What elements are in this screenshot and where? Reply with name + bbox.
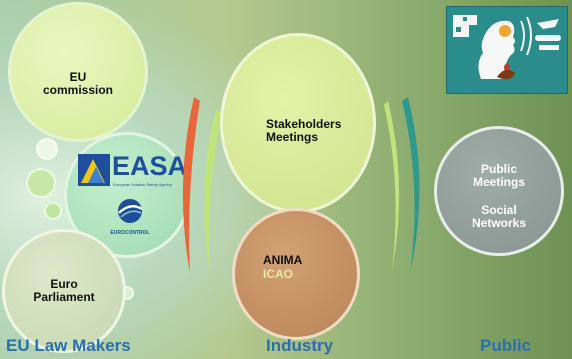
anima-label: ANIMA: [263, 253, 303, 267]
deco-circle: [36, 138, 58, 160]
easa-full-name: European Aviation Safety Agency: [113, 182, 173, 187]
social-networks-label: Social Networks: [471, 203, 527, 230]
right-bracket-green: [384, 101, 400, 271]
anima-icao-circle: [232, 208, 360, 340]
eu-commission-label: EU commission: [42, 70, 114, 97]
group-label-public: Public: [480, 336, 532, 355]
eurocontrol-logo: [112, 198, 148, 224]
easa-name: EASA: [112, 151, 188, 181]
left-bracket-orange: [182, 97, 200, 273]
left-bracket-pair: [182, 97, 222, 273]
noise-illustration: [446, 6, 568, 94]
public-meetings-label: Public Meetings: [472, 162, 525, 189]
right-bracket-pair: [384, 97, 420, 273]
easa-mark-icon: [78, 154, 110, 186]
stakeholders-label: Stakeholders Meetings: [266, 117, 342, 144]
left-bracket-green: [204, 109, 222, 271]
deco-circle: [44, 202, 62, 220]
euro-parliament-circle: [2, 229, 126, 353]
eurocontrol-mark-icon: [118, 199, 143, 223]
deco-circle: [26, 168, 56, 198]
eurocontrol-name: EUROCONTROL: [110, 230, 150, 236]
euro-parliament-label: Euro Parliament: [33, 277, 95, 304]
noise-illustration-icon: [453, 15, 561, 80]
easa-logo: EASA European Aviation Safety Agency: [78, 151, 187, 197]
group-label-law-makers: EU Law Makers: [6, 336, 131, 355]
icao-label: ICAO: [263, 267, 293, 281]
group-label-industry: Industry: [266, 336, 334, 355]
public-circle: [434, 126, 564, 256]
eu-commission-circle: [8, 2, 148, 142]
right-bracket-teal: [402, 97, 420, 273]
